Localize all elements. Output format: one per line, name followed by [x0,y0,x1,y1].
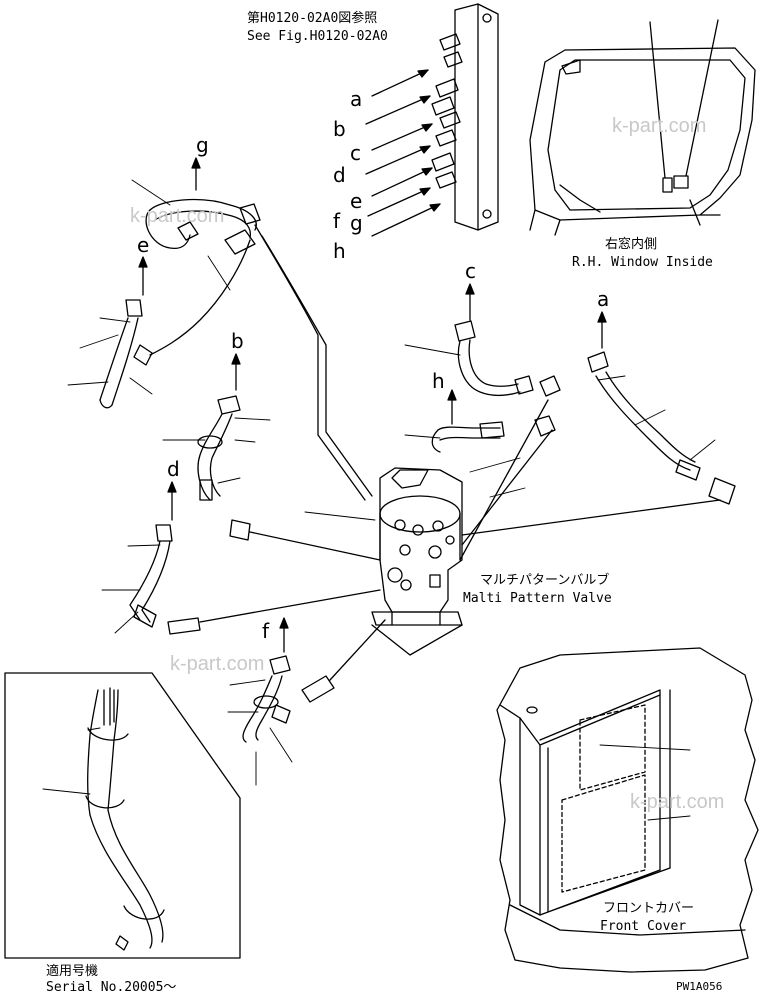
watermarks: k-part.com k-part.com k-part.com k-part.… [130,115,724,813]
watermark-2: k-part.com [130,205,224,227]
valve-label-jp: マルチパターンバルブ [480,572,609,588]
cover-label: フロントカバー Front Cover [600,901,694,934]
cover-label-en: Front Cover [600,919,686,934]
port-letter-d: d [333,163,346,187]
serial-label-en: Serial No.20005～ [46,980,176,994]
port-letter-e: e [350,189,362,213]
window-label-jp: 右窓内側 [605,236,657,252]
port-letter-c: c [350,141,361,165]
valve-label-en: Malti Pattern Valve [463,591,612,606]
window-label-en: R.H. Window Inside [572,255,713,270]
hose-f [242,619,386,743]
leader-lines [42,179,716,821]
hose-letter-e: e [137,233,149,257]
port-letter-b: b [333,117,346,141]
serial-label: 適用号機 Serial No.20005～ [46,963,176,994]
multi-pattern-valve [371,467,463,656]
hose-c-h [431,320,561,561]
hose-letter-c: c [465,259,476,283]
valve-label: マルチパターンバルブ Malti Pattern Valve [463,572,612,606]
manifold-block [431,3,499,231]
port-letter-labels: a b c d e f g h [333,87,363,263]
hose-d-lower [129,524,381,635]
port-letter-f: f [333,209,341,233]
cover-label-jp: フロントカバー [603,901,694,916]
front-cover-drawing [496,647,759,973]
watermark-4: k-part.com [630,791,724,813]
reference-jp: 第H0120-02A0図参照 [247,10,377,26]
hose-letter-h: h [432,369,445,393]
hose-a [461,351,736,536]
hose-g-e [145,198,373,501]
hose-letter-b: b [231,329,244,353]
port-arrows [365,69,441,237]
hose-letter-f: f [262,619,270,643]
hose-letter-d: d [167,457,180,481]
drawing-code: PW1A056 [676,980,722,993]
window-label: 右窓内側 R.H. Window Inside [572,236,713,270]
hose-b-d [197,395,381,561]
port-letter-h: h [333,239,346,263]
hose-letter-labels: g e b d c h a f [137,133,609,643]
watermark-1: k-part.com [612,115,706,137]
letter-arrows [138,157,607,653]
cab-window-drawing [529,19,756,236]
serial-label-jp: 適用号機 [46,963,98,979]
watermark-3: k-part.com [170,653,264,675]
reference-en: See Fig.H0120-02A0 [247,29,388,44]
port-letter-g: g [350,211,363,235]
reference-label: 第H0120-02A0図参照 See Fig.H0120-02A0 [247,10,388,44]
serial-inset [4,672,241,959]
hose-letter-a: a [597,287,609,311]
hose-e-lower [99,299,153,409]
port-letter-a: a [350,87,362,111]
hose-letter-g: g [196,133,209,157]
